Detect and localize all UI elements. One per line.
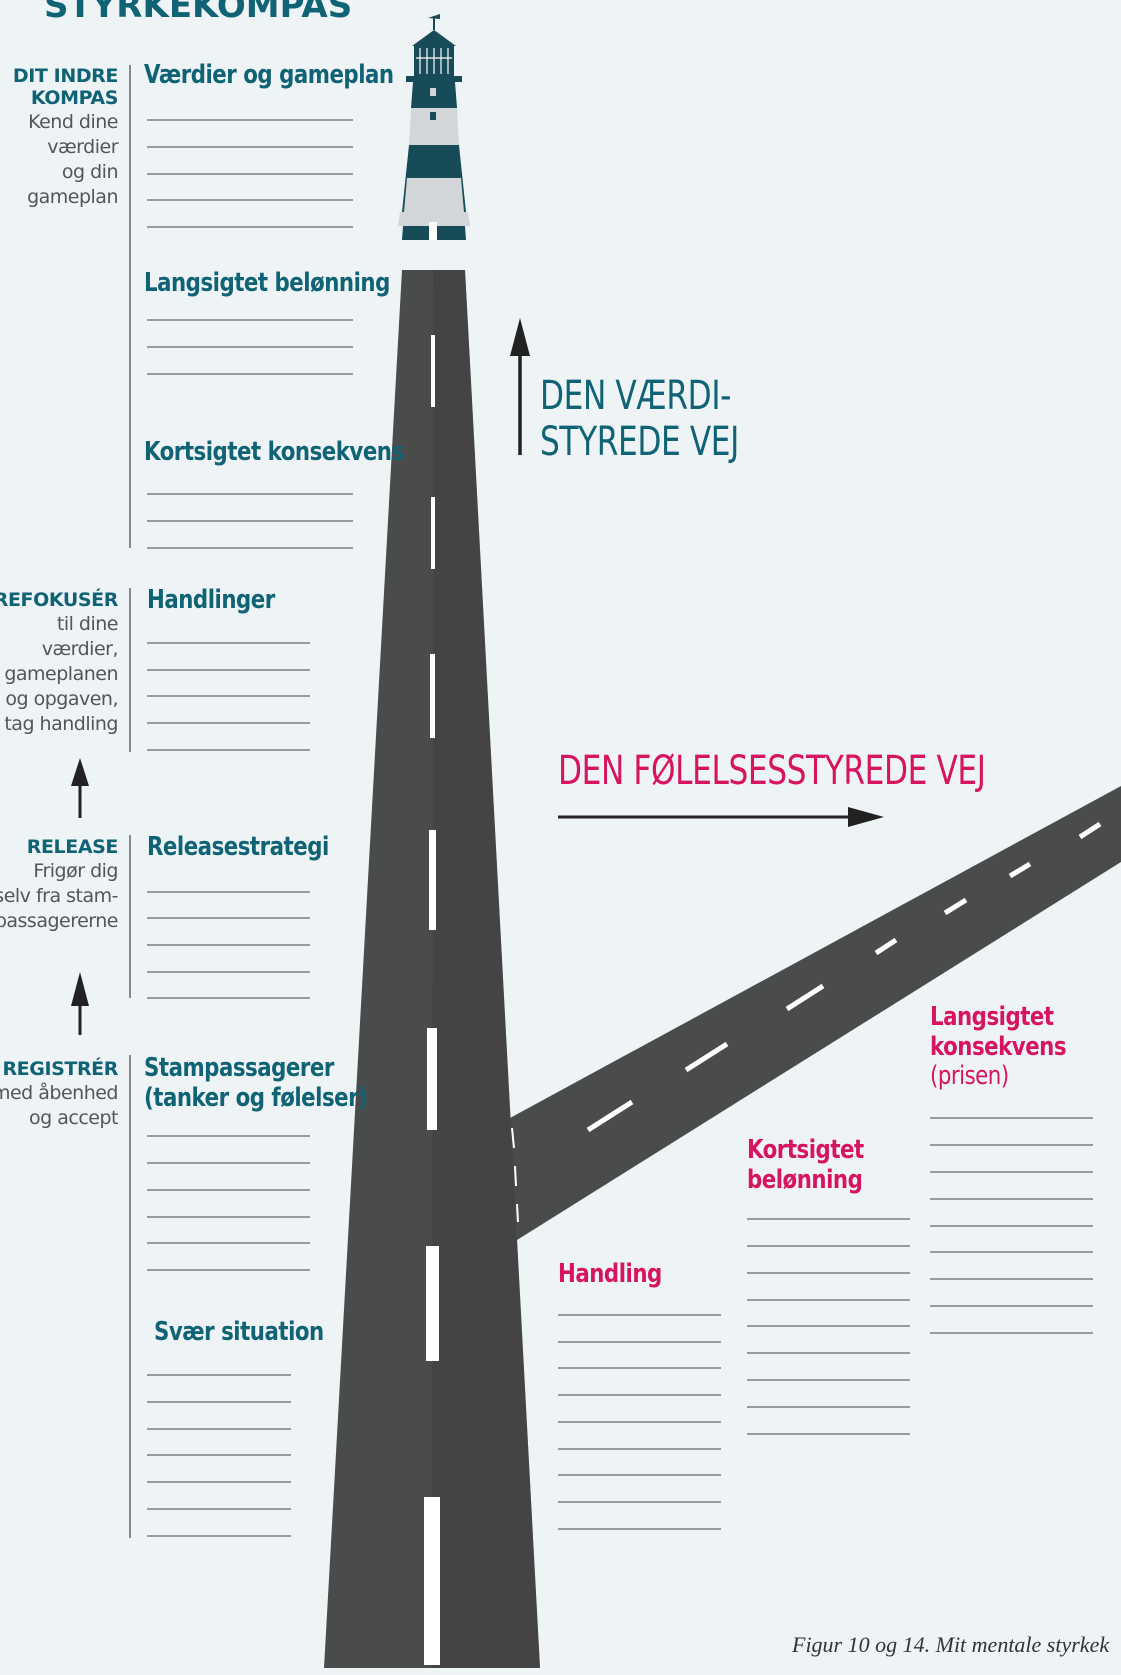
up-arrow-icon (71, 758, 89, 818)
step-desc-release: Frigør dig selv fra stam- passagererne (0, 860, 118, 932)
emotion-write-lines (558, 1117, 1093, 1530)
lighthouse-icon (398, 14, 470, 240)
emotion-road-label: DEN FØLELSESSTYREDE VEJ (558, 748, 986, 794)
step-title-release: RELEASE (26, 836, 119, 858)
heading-langsigtet-belonning: Langsigtet belønning (144, 268, 390, 298)
heading-handlinger: Handlinger (147, 585, 275, 615)
value-road-label: DEN VÆRDI- STYREDE VEJ (540, 373, 739, 465)
step-desc-dit-indre-kompas: Kend dine værdier og din gameplan (27, 111, 118, 208)
step-title-refokuser: REFOKUSÉR (0, 589, 118, 611)
emotion-road (510, 786, 1121, 1240)
heading-kortsigtet-konsekvens: Kortsigtet konsekvens (144, 437, 404, 467)
heading-vaerdier-og-gameplan: Værdier og gameplan (144, 60, 394, 90)
value-write-lines (147, 119, 353, 1537)
emotion-road-arrow-icon (558, 807, 884, 827)
junction-marks (511, 1127, 519, 1223)
value-road-dashes (424, 335, 440, 1665)
step-desc-registrer: med åbenhed og accept (0, 1082, 119, 1129)
emotion-road-dashes (586, 821, 1102, 1133)
step-desc-refokuser: til dine værdier, gameplanen og opgaven,… (4, 613, 118, 735)
page-title: STYRKEKOMPAS (44, 0, 353, 26)
heading-stampassagerer: Stampassagerer (tanker og følelser) (144, 1053, 368, 1113)
heading-kortsigtet-belonning: Kortsigtet belønning (747, 1135, 864, 1195)
up-arrow-icon (71, 972, 89, 1035)
heading-svaer-situation: Svær situation (154, 1317, 324, 1347)
figure-caption: Figur 10 og 14. Mit mentale styrkek (792, 1632, 1110, 1657)
step-title-registrer: REGISTRÉR (2, 1058, 118, 1080)
heading-releasestrategi: Releasestrategi (147, 832, 329, 862)
heading-handling: Handling (558, 1259, 662, 1289)
value-road-arrow-icon (510, 318, 530, 455)
heading-langsigtet-konsekvens-sub: (prisen) (930, 1061, 1009, 1091)
value-road-shade (432, 270, 540, 1668)
step-title-dit-indre-kompas: DIT INDRE KOMPAS (12, 65, 119, 109)
heading-langsigtet-konsekvens: Langsigtet konsekvens (930, 1002, 1067, 1062)
